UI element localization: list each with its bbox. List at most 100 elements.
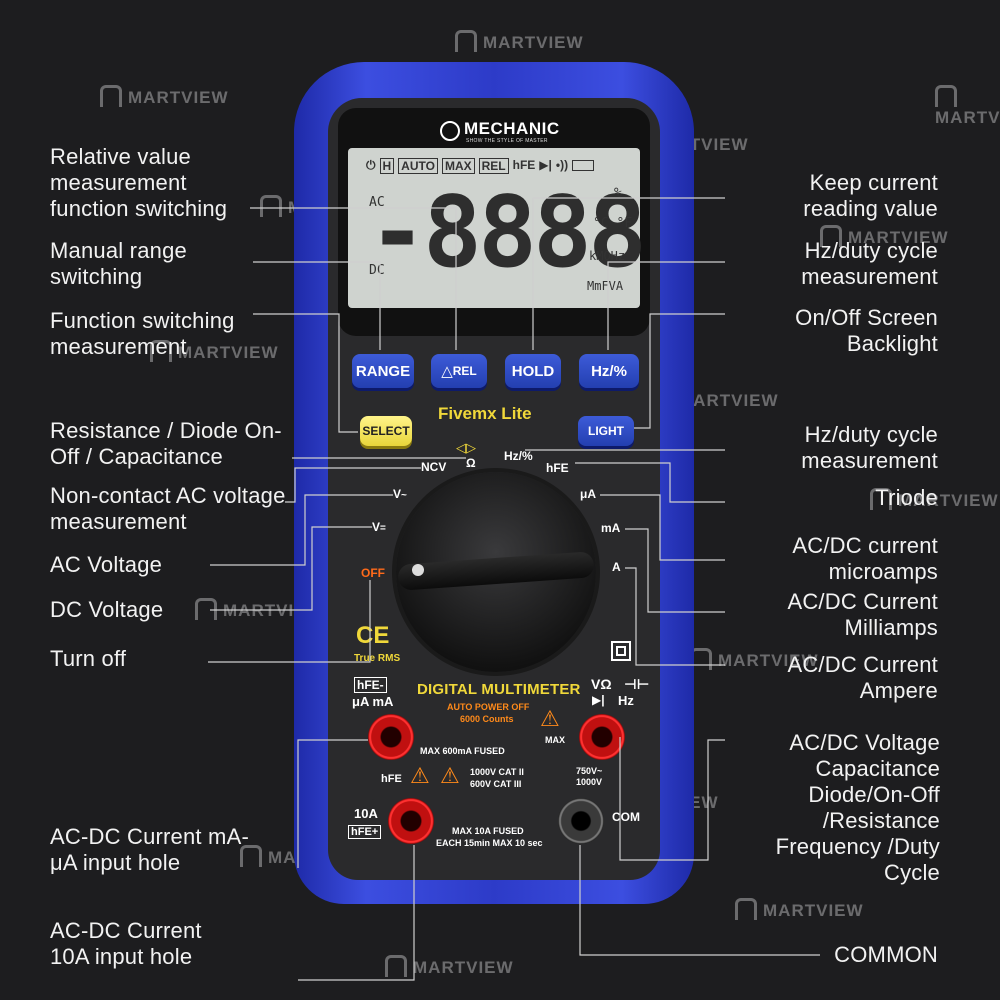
each-label: EACH 15min MAX 10 sec — [436, 838, 543, 848]
power-icon: ⏻ — [366, 158, 376, 172]
hfe-label: hFE — [381, 773, 402, 785]
hfe-plus-label: hFE+ — [348, 825, 382, 839]
light-button[interactable]: LIGHT — [578, 416, 634, 446]
brand-icon — [440, 121, 460, 141]
brand-tagline: SHOW THE STYLE OF MASTER — [466, 138, 548, 144]
lcd-rel-indicator: REL — [478, 158, 509, 174]
label-resistance: Resistance / Diode On-Off / Capacitance — [50, 418, 282, 469]
lcd-temp-units: °C °F — [593, 216, 633, 231]
lcd-ac-indicator: AC — [369, 195, 385, 210]
brand-logo: MECHANIC SHOW THE STYLE OF MASTER — [440, 119, 580, 147]
watermark: MARTVIEW — [870, 488, 999, 511]
label-range: Manual range switching — [50, 238, 187, 289]
watermark: MARTVIEW — [935, 85, 1000, 128]
hz-duty-button[interactable]: Hz/% — [579, 354, 639, 388]
warning-icon: ⚠ — [540, 706, 560, 731]
hfe-minus-label: hFE- — [354, 677, 387, 693]
double-insulation-icon — [611, 641, 631, 661]
dial-hz: Hz/% — [504, 449, 533, 463]
label-ma-ua-hole: AC-DC Current mA-μA input hole — [50, 824, 249, 875]
true-rms-label: True RMS — [354, 653, 401, 664]
ma-ua-input-jack[interactable] — [368, 714, 414, 760]
cap-icon: ⊣⊢ — [624, 676, 650, 692]
label-10a-hole: AC-DC Current 10A input hole — [50, 918, 202, 969]
label-ac-voltage: AC Voltage — [50, 552, 163, 577]
label-milliamps: AC/DC Current Milliamps — [787, 589, 938, 640]
watermark: MARTVIEW — [735, 898, 864, 921]
label-hz-duty-button: Hz/duty cycle measurement — [801, 238, 938, 289]
v-rating-1: 750V~ — [576, 766, 603, 776]
lcd-hfe-indicator: hFE — [512, 158, 536, 172]
select-button[interactable]: SELECT — [360, 416, 412, 446]
dial-off: OFF — [361, 566, 385, 580]
dial-v-ac: V~ — [393, 487, 407, 501]
counts-label: 6000 Counts — [460, 714, 514, 724]
brand-name: MECHANIC — [464, 119, 560, 138]
label-backlight: On/Off Screen Backlight — [795, 305, 938, 356]
rel-button-label: REL — [452, 364, 477, 378]
lcd-units: MmFVA — [587, 279, 624, 293]
label-triode: Triode — [875, 485, 938, 510]
panel-title: DIGITAL MULTIMETER — [417, 681, 581, 698]
dial-v-dc: V= — [372, 520, 386, 534]
diode-icon: ▶| — [539, 158, 552, 172]
rotary-dial[interactable] — [396, 472, 596, 672]
dial-ua: μA — [580, 487, 597, 501]
ua-ma-label: μA mA — [352, 694, 394, 709]
warning-icon-3: ⚠ — [440, 763, 460, 788]
lcd-freq-units: kMOHz — [589, 249, 626, 263]
ce-mark: CE — [356, 622, 390, 649]
label-voltage-hole: AC/DC Voltage Capacitance Diode/On-Off /… — [775, 730, 940, 885]
dial-a: A — [612, 560, 621, 574]
10a-input-jack[interactable] — [388, 798, 434, 844]
max600-label: MAX 600mA FUSED — [420, 746, 505, 756]
watermark: MARTVIEW — [100, 85, 229, 108]
buzzer-icon: •)) — [555, 158, 569, 172]
ten-a-label: 10A — [354, 806, 378, 821]
dial-ncv: NCV — [421, 460, 447, 474]
lcd-percent: % — [614, 186, 622, 201]
lcd-max-indicator: MAX — [441, 158, 475, 174]
cat-rating-1: 1000V CAT II — [470, 767, 524, 777]
com-input-jack[interactable] — [558, 798, 604, 844]
auto-power-off: AUTO POWER OFF — [447, 702, 530, 712]
label-microamps: AC/DC current microamps — [792, 533, 938, 584]
label-dc-voltage: DC Voltage — [50, 597, 164, 622]
label-hz-duty-dial: Hz/duty cycle measurement — [801, 422, 938, 473]
cat-rating-2: 600V CAT III — [470, 779, 522, 789]
range-button[interactable]: RANGE — [352, 354, 414, 388]
label-ncv: Non-contact AC voltage measurement — [50, 483, 286, 534]
delta-icon: △ — [441, 363, 453, 380]
rel-button[interactable]: △REL — [431, 354, 487, 388]
label-rel: Relative value measurement function swit… — [50, 144, 228, 221]
lcd-auto-indicator: AUTO — [398, 158, 438, 174]
dial-ma: mA — [601, 521, 621, 535]
warning-icon-2: ⚠ — [410, 763, 430, 788]
watermark: MARTVIEW — [385, 955, 514, 978]
max10-label: MAX 10A FUSED — [452, 826, 524, 836]
ohm-diode-icon: ◁▷ — [456, 440, 476, 455]
label-off: Turn off — [50, 646, 127, 671]
label-common: COMMON — [834, 942, 938, 967]
label-ampere: AC/DC Current Ampere — [787, 652, 938, 703]
v-ohm-input-jack[interactable] — [579, 714, 625, 760]
v-rating-2: 1000V — [576, 777, 603, 787]
dial-indicator-dot — [412, 564, 424, 576]
dial-hfe: hFE — [546, 461, 569, 475]
lcd-digits: -8888 — [368, 176, 647, 290]
watermark: MARTVIEW — [455, 30, 584, 53]
dial-ohm: Ω — [466, 456, 476, 470]
label-hold: Keep current reading value — [803, 170, 938, 221]
hold-button[interactable]: HOLD — [505, 354, 561, 388]
lcd-hold-indicator: H — [379, 158, 395, 174]
max-label: MAX — [545, 735, 565, 745]
lcd-top-row: ⏻ H AUTO MAX REL hFE ▶| •)) — [366, 158, 595, 174]
model-name: Fivemx Lite — [438, 404, 532, 423]
diode-symbol: ▶| — [592, 693, 605, 707]
dial-knob-pointer — [397, 551, 595, 591]
hz-label: Hz — [618, 693, 634, 708]
v-ohm-label: VΩ — [591, 676, 612, 692]
watermark: MARTVIEW — [820, 225, 949, 248]
com-label: COM — [612, 810, 640, 824]
battery-icon — [572, 160, 595, 171]
